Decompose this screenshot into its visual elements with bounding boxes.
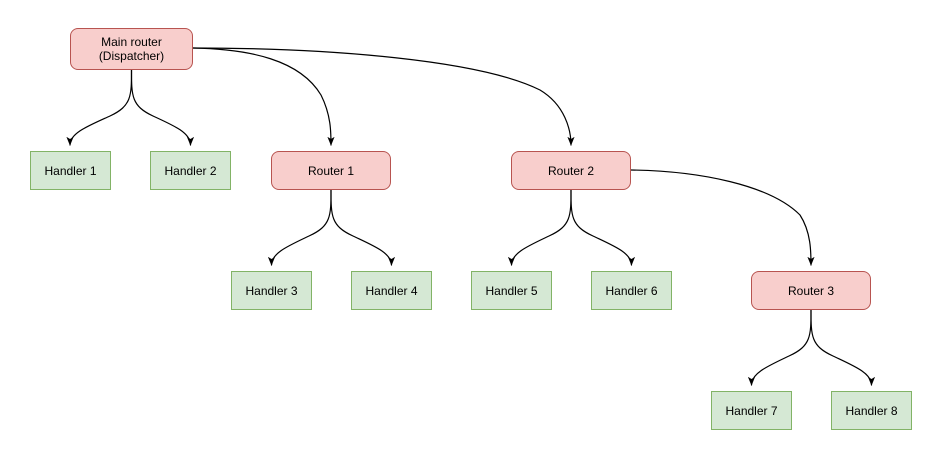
node-router-2[interactable]: Router 2 (511, 151, 631, 190)
edge-e-r3-h8 (810, 309, 876, 386)
node-label-handler-8: Handler 8 (845, 403, 898, 418)
node-label-handler-1: Handler 1 (44, 163, 97, 178)
edge-e-r1-h4 (330, 189, 396, 266)
node-handler-6[interactable]: Handler 6 (591, 271, 672, 310)
node-label-handler-7: Handler 7 (725, 403, 778, 418)
node-label-handler-6: Handler 6 (605, 283, 658, 298)
node-label-router-1: Router 1 (307, 163, 355, 178)
node-handler-8[interactable]: Handler 8 (831, 391, 912, 430)
edge-e-main-r1 (192, 47, 335, 146)
edge-e-main-h1 (66, 69, 133, 146)
node-main-router[interactable]: Main router (Dispatcher) (70, 28, 193, 70)
node-label-handler-4: Handler 4 (365, 283, 418, 298)
node-router-3[interactable]: Router 3 (751, 271, 871, 310)
node-handler-3[interactable]: Handler 3 (231, 271, 312, 310)
node-label-main-router: Main router (Dispatcher) (98, 35, 165, 63)
node-handler-7[interactable]: Handler 7 (711, 391, 792, 430)
edge-e-r3-h7 (747, 309, 812, 386)
edge-e-main-h2 (130, 69, 195, 146)
node-handler-5[interactable]: Handler 5 (471, 271, 552, 310)
edge-group (66, 47, 876, 386)
node-label-handler-2: Handler 2 (164, 163, 217, 178)
node-handler-4[interactable]: Handler 4 (351, 271, 432, 310)
node-router-1[interactable]: Router 1 (271, 151, 391, 190)
node-handler-1[interactable]: Handler 1 (30, 151, 111, 190)
edge-e-r2-h5 (507, 189, 572, 266)
node-label-router-2: Router 2 (547, 163, 595, 178)
node-handler-2[interactable]: Handler 2 (150, 151, 231, 190)
edge-e-r2-h6 (570, 189, 636, 266)
node-label-router-3: Router 3 (787, 283, 835, 298)
node-label-handler-3: Handler 3 (245, 283, 298, 298)
edge-e-r2-r3 (630, 169, 815, 266)
node-label-handler-5: Handler 5 (485, 283, 538, 298)
edge-e-main-r2 (192, 47, 575, 146)
edge-e-r1-h3 (267, 189, 332, 266)
